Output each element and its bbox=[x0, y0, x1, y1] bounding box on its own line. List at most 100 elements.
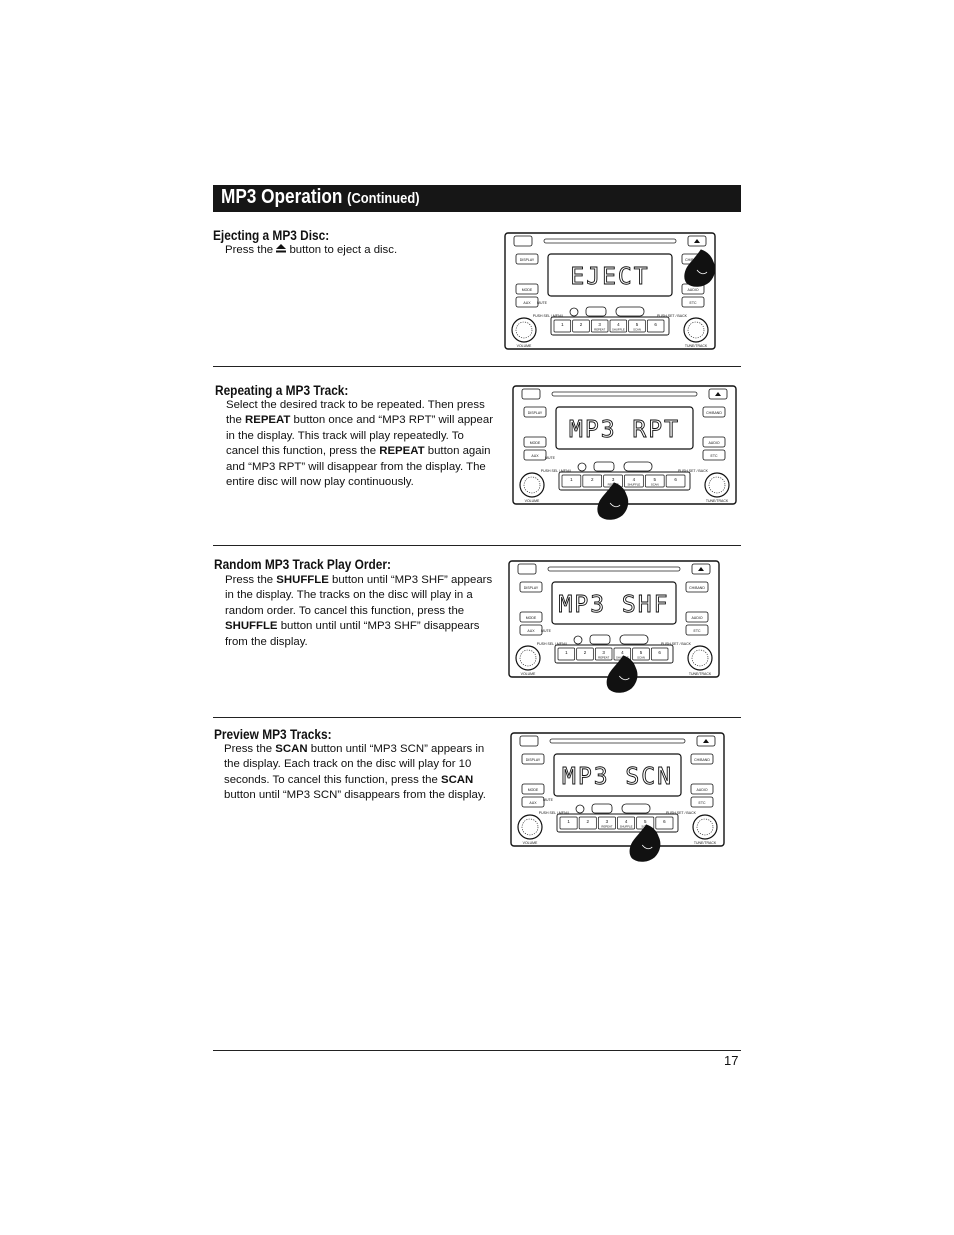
left-button bbox=[521, 753, 545, 765]
usb-port bbox=[585, 306, 607, 317]
cd-slot bbox=[547, 566, 681, 572]
usb-port bbox=[593, 461, 615, 472]
tune-label: TUNE/TRACK bbox=[685, 344, 708, 348]
left-button-label: AUX bbox=[527, 629, 535, 633]
left-button-label: DISPLAY bbox=[524, 586, 539, 590]
left-button-label: DISPLAY bbox=[520, 258, 535, 262]
preset-sublabel: REPEAT bbox=[601, 825, 612, 829]
left-button-label: MODE bbox=[526, 616, 537, 620]
aux-jack bbox=[569, 307, 579, 317]
section-body: Select the desired track to be repeated.… bbox=[226, 399, 493, 489]
left-button bbox=[519, 581, 543, 593]
right-button-label: CH/BAND bbox=[689, 586, 705, 590]
mute-label: MUTE bbox=[537, 301, 548, 305]
tune-knob-grip bbox=[696, 818, 714, 836]
preset-button bbox=[590, 319, 609, 333]
hand-detail bbox=[696, 269, 708, 275]
preset-sublabel: SHUFFLE bbox=[628, 483, 641, 487]
preset-number: 4 bbox=[633, 477, 636, 482]
preset-number: 1 bbox=[561, 322, 564, 327]
preset-sublabel: SHUFFLE bbox=[612, 328, 625, 332]
volume-label: VOLUME bbox=[517, 344, 532, 348]
preset-button bbox=[617, 816, 636, 830]
section-title-bar: MP3 Operation (Continued) bbox=[213, 185, 741, 212]
preset-number: 3 bbox=[598, 322, 601, 327]
preset-number: 1 bbox=[570, 477, 573, 482]
right-button-label: AUDIO bbox=[687, 288, 698, 292]
tune-knob bbox=[687, 645, 713, 671]
volume-label: VOLUME bbox=[523, 841, 538, 845]
cd-slot bbox=[543, 238, 677, 244]
tune-label: TUNE/TRACK bbox=[694, 841, 717, 845]
sd-slot bbox=[621, 803, 651, 814]
preset-button bbox=[644, 474, 665, 488]
tune-knob-grip bbox=[687, 321, 705, 339]
preset-number: 5 bbox=[644, 819, 647, 824]
left-button bbox=[515, 283, 539, 295]
left-button bbox=[519, 624, 543, 636]
preset-number: 2 bbox=[586, 819, 589, 824]
section-heading: Repeating a MP3 Track: bbox=[215, 383, 349, 398]
pointing-hand-icon bbox=[597, 482, 629, 520]
pointing-hand-icon bbox=[684, 249, 716, 287]
sd-slot bbox=[619, 634, 649, 645]
left-button bbox=[521, 783, 545, 795]
section-body: Press the button to eject a disc. bbox=[225, 244, 398, 256]
preset-number: 6 bbox=[654, 322, 657, 327]
preset-number: 5 bbox=[653, 477, 656, 482]
preset-button bbox=[655, 816, 674, 830]
volume-label: VOLUME bbox=[525, 499, 540, 503]
page-title: MP3 Operation (Continued) bbox=[221, 186, 420, 208]
aux-jack bbox=[577, 462, 587, 472]
preset-sublabel: SCAN bbox=[633, 328, 641, 332]
volume-knob bbox=[511, 317, 537, 343]
hand-detail bbox=[609, 502, 621, 508]
preset-sublabel: REPEAT bbox=[594, 328, 605, 332]
right-button-label: CH/BAND bbox=[706, 411, 722, 415]
tune-knob-grip bbox=[691, 649, 709, 667]
left-button bbox=[523, 436, 547, 448]
pointing-hand-icon bbox=[629, 824, 661, 862]
preset-button bbox=[632, 647, 650, 661]
radio-illustration-eject: DISPLAYCH/BANDMODEAUDIOAUXETCEJECTVOLUME… bbox=[504, 232, 719, 357]
preset-sublabel: SHUFFLE bbox=[620, 825, 633, 829]
right-button-label: ETC bbox=[699, 801, 706, 805]
usb-port bbox=[589, 634, 611, 645]
right-button bbox=[702, 449, 726, 461]
hand-shape bbox=[606, 655, 638, 693]
footer-rule bbox=[213, 1050, 741, 1051]
aux-jack bbox=[573, 635, 583, 645]
right-button bbox=[690, 783, 714, 795]
right-button-label: AUDIO bbox=[691, 616, 702, 620]
section-divider bbox=[213, 545, 741, 546]
preset-number: 5 bbox=[636, 322, 639, 327]
right-button-label: ETC bbox=[690, 301, 697, 305]
tune-knob bbox=[692, 814, 718, 840]
sd-slot bbox=[615, 306, 645, 317]
volume-label: VOLUME bbox=[521, 672, 536, 676]
preset-sublabel: REPEAT bbox=[598, 656, 609, 660]
tune-label: TUNE/TRACK bbox=[706, 499, 729, 503]
power-button bbox=[517, 563, 537, 575]
preset-number: 6 bbox=[674, 477, 677, 482]
power-button bbox=[519, 735, 539, 747]
right-button bbox=[685, 624, 709, 636]
right-button-label: CH/BAND bbox=[694, 758, 710, 762]
section-divider bbox=[213, 717, 741, 718]
right-button-label: ETC bbox=[711, 454, 718, 458]
hand-shape bbox=[684, 249, 716, 287]
section-heading: Random MP3 Track Play Order: bbox=[214, 557, 391, 572]
preset-number: 4 bbox=[625, 819, 628, 824]
eject-icon bbox=[276, 244, 289, 256]
push-set-label: PUSH SET / BACK bbox=[657, 314, 688, 318]
push-set-label: PUSH SET / BACK bbox=[661, 642, 692, 646]
volume-knob-grip bbox=[519, 649, 537, 667]
volume-knob-grip bbox=[515, 321, 533, 339]
lcd-display bbox=[547, 253, 673, 297]
section-heading: Preview MP3 Tracks: bbox=[214, 727, 332, 742]
preset-number: 1 bbox=[565, 650, 568, 655]
preset-button bbox=[624, 474, 644, 488]
push-sel-label: PUSH SEL / MENU bbox=[539, 811, 570, 815]
section-body: Press the SCAN button until “MP3 SCN” ap… bbox=[224, 743, 486, 802]
